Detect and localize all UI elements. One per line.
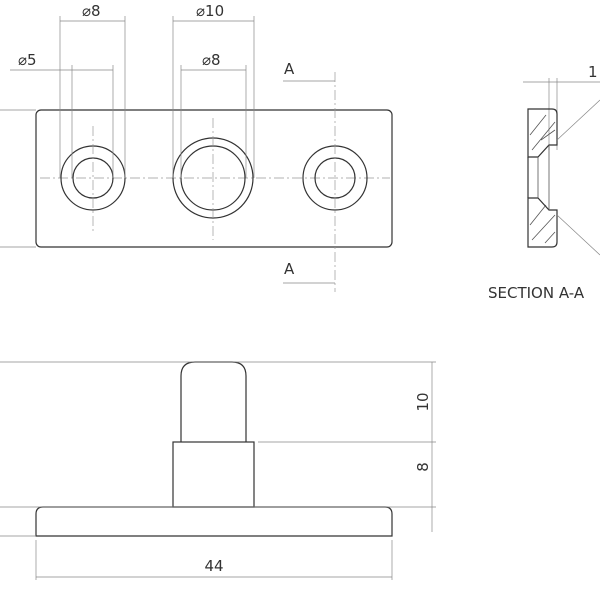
section-dim: 1	[588, 63, 598, 81]
section-mark-lower: A	[284, 260, 295, 278]
section-label: SECTION A-A	[488, 284, 585, 302]
dim-hole2-outer: ⌀10	[196, 2, 224, 20]
section-view: 1 SECTION A-A	[488, 63, 600, 302]
boss	[172, 441, 255, 508]
dim-hole1-inner: ⌀5	[18, 51, 37, 69]
section-upper-half	[527, 108, 558, 158]
plate-outline	[35, 109, 393, 248]
pin	[180, 361, 247, 442]
top-view: ⌀8 ⌀5 ⌀10 ⌀8 A A	[0, 2, 393, 292]
dim-hole1-outer: ⌀8	[82, 2, 101, 20]
base-plate	[35, 506, 393, 537]
section-lower-half	[527, 197, 558, 248]
section-mark-upper: A	[284, 60, 295, 78]
front-view: 10 8 44	[0, 361, 436, 580]
dim-hole2-inner: ⌀8	[202, 51, 221, 69]
dim-width: 44	[204, 557, 223, 575]
hole-left	[60, 126, 126, 232]
dim-boss-height: 8	[414, 462, 432, 472]
dim-pin-height: 10	[414, 392, 432, 411]
hole-middle	[172, 118, 254, 240]
